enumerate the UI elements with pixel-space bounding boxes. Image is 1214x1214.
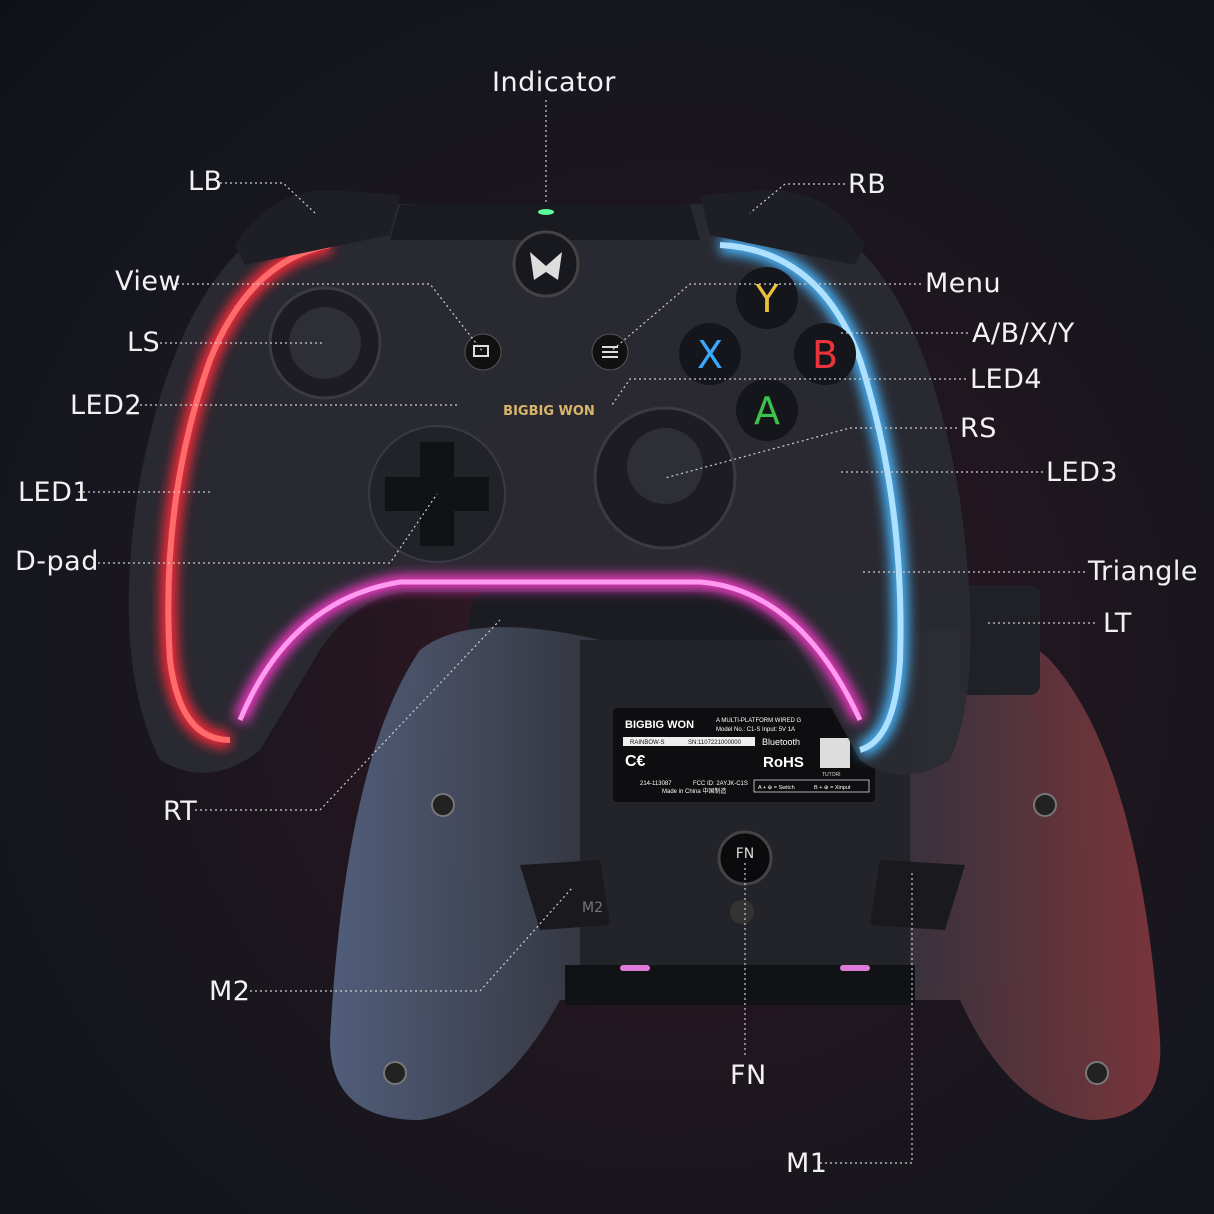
sticker-brand: BIGBIG WON [625,719,694,731]
sticker-mode-switch: A + ⊕ = Switch [758,785,795,791]
sticker-model: Model No.: C1-S Input: 5V 1A [716,727,795,733]
sticker-rohs: RoHS [763,754,804,771]
callout-m1: M1 [786,1148,828,1179]
home-button[interactable] [512,230,580,298]
callout-rt: RT [163,796,198,827]
fn-button-label: FN [736,846,755,862]
sticker-tagline: A MULTI-PLATFORM WIRED G [716,718,801,724]
sticker-mode-xinput: B + ⊕ = Xinput [814,785,851,791]
sticker-cert: 214-113087 [640,781,672,787]
callout-ls: LS [127,327,161,358]
callout-indicator: Indicator [492,67,616,98]
brand-logo-icon [530,252,562,280]
sticker-serial: SN:1107221000000 [688,740,742,746]
sticker-fcc: FCC ID: 2AYJK-C1S [693,781,748,787]
left-stick[interactable] [289,307,361,379]
indicator-led [538,209,554,215]
a-button-label: A [754,389,780,433]
rear-led-right [840,965,870,971]
callout-lb: LB [188,166,223,197]
rb-bumper[interactable] [700,190,865,265]
a-button[interactable] [736,379,798,441]
view-icon [473,345,489,357]
lb-bumper[interactable] [235,190,400,265]
m2-paddle-label: M2 [582,900,603,916]
callout-rb: RB [848,169,887,200]
callout-led3: LED3 [1046,457,1119,488]
b-button-label: B [812,333,838,377]
callout-lt: LT [1103,608,1132,639]
svg-text:C€: C€ [625,753,646,770]
callout-led2: LED2 [70,390,143,421]
callout-triangle: Triangle [1088,556,1199,587]
screw-icons [383,793,1109,1085]
callout-led4: LED4 [970,364,1043,395]
sticker-bluetooth: Bluetooth [762,737,800,747]
b-button[interactable] [794,323,856,385]
callout-m2: M2 [209,976,251,1007]
leader-lines [78,100,1095,1164]
y-button[interactable] [736,267,798,329]
x-button-label: X [697,333,723,377]
callout-led1: LED1 [18,477,91,508]
right-stick[interactable] [627,428,703,504]
x-button[interactable] [679,323,741,385]
brand-plate: BIGBIG WON [503,404,595,419]
callout-rs: RS [960,413,997,444]
callout-view: View [115,266,182,297]
face-buttons: Y X B A [679,267,856,441]
sticker-name: RAINBOW-S [630,740,665,746]
rear-led-left [620,965,650,971]
callout-dpad: D-pad [15,546,99,577]
sticker-origin: Made in China 中国制造 [662,787,726,795]
view-button[interactable] [464,333,502,371]
callout-abxy: A/B/X/Y [972,318,1075,349]
m2-paddle[interactable] [520,860,610,930]
m1-paddle[interactable] [870,860,965,930]
callout-menu: Menu [925,268,1002,299]
sticker-qr-text: TUTORI [822,772,841,778]
callout-fn: FN [730,1060,767,1091]
product-sticker: BIGBIG WON A MULTI-PLATFORM WIRED G Mode… [613,708,875,802]
lt-trigger[interactable] [960,585,1040,695]
